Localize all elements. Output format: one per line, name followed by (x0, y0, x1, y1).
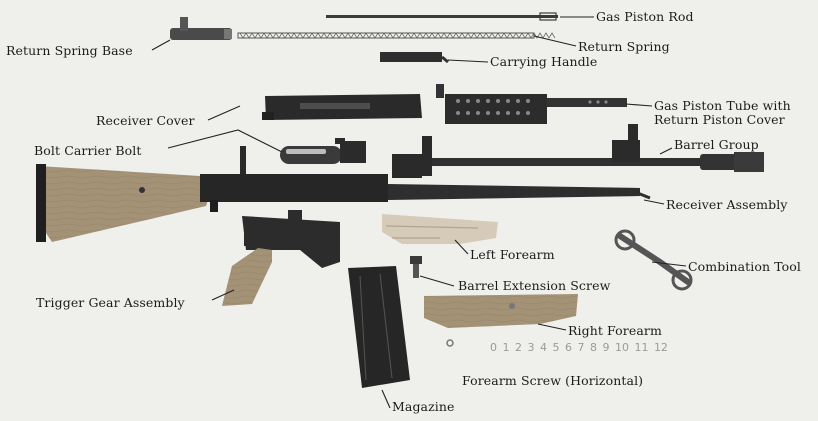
label-gas-piston-tube-line1: Gas Piston Tube with (654, 98, 791, 113)
receiver-cover (262, 94, 422, 120)
combination-tool (614, 229, 693, 291)
forearm-screw (446, 339, 454, 347)
label-gas-piston-tube-line2: Return Piston Cover (654, 112, 785, 127)
bolt-carrier-bolt (280, 138, 366, 164)
carrying-handle (380, 52, 449, 98)
label-barrel-group: Barrel Group (674, 137, 759, 152)
label-return-spring-base: Return Spring Base (6, 43, 133, 58)
label-combination-tool: Combination Tool (688, 259, 802, 274)
label-carrying-handle: Carrying Handle (490, 54, 598, 69)
barrel-group (392, 124, 764, 178)
return-spring-base (170, 17, 232, 40)
gas-piston-tube (445, 94, 627, 124)
label-right-forearm: Right Forearm (568, 323, 662, 338)
left-forearm (382, 214, 498, 244)
trigger-gear-assembly (222, 210, 340, 306)
label-barrel-extension-screw: Barrel Extension Screw (458, 278, 611, 293)
gas-piston-rod (326, 12, 558, 21)
label-gas-piston-rod: Gas Piston Rod (596, 9, 694, 24)
label-receiver-cover: Receiver Cover (96, 113, 195, 128)
label-trigger-gear-assembly: Trigger Gear Assembly (36, 295, 185, 310)
return-spring (237, 32, 556, 39)
label-left-forearm: Left Forearm (470, 247, 555, 262)
scale-ruler: 0 1 2 3 4 5 6 7 8 9 10 11 12 (490, 341, 668, 354)
label-bolt-carrier-bolt: Bolt Carrier Bolt (34, 143, 142, 158)
label-return-spring: Return Spring (578, 39, 670, 54)
magazine (348, 266, 410, 388)
barrel-extension-screw (410, 256, 422, 278)
leader-lines (151, 16, 687, 409)
receiver-assembly (200, 146, 651, 212)
label-magazine: Magazine (392, 399, 455, 414)
right-forearm (424, 294, 578, 328)
label-receiver-assembly: Receiver Assembly (666, 197, 788, 212)
label-forearm-screw: Forearm Screw (Horizontal) (462, 373, 644, 388)
stock (36, 164, 210, 242)
